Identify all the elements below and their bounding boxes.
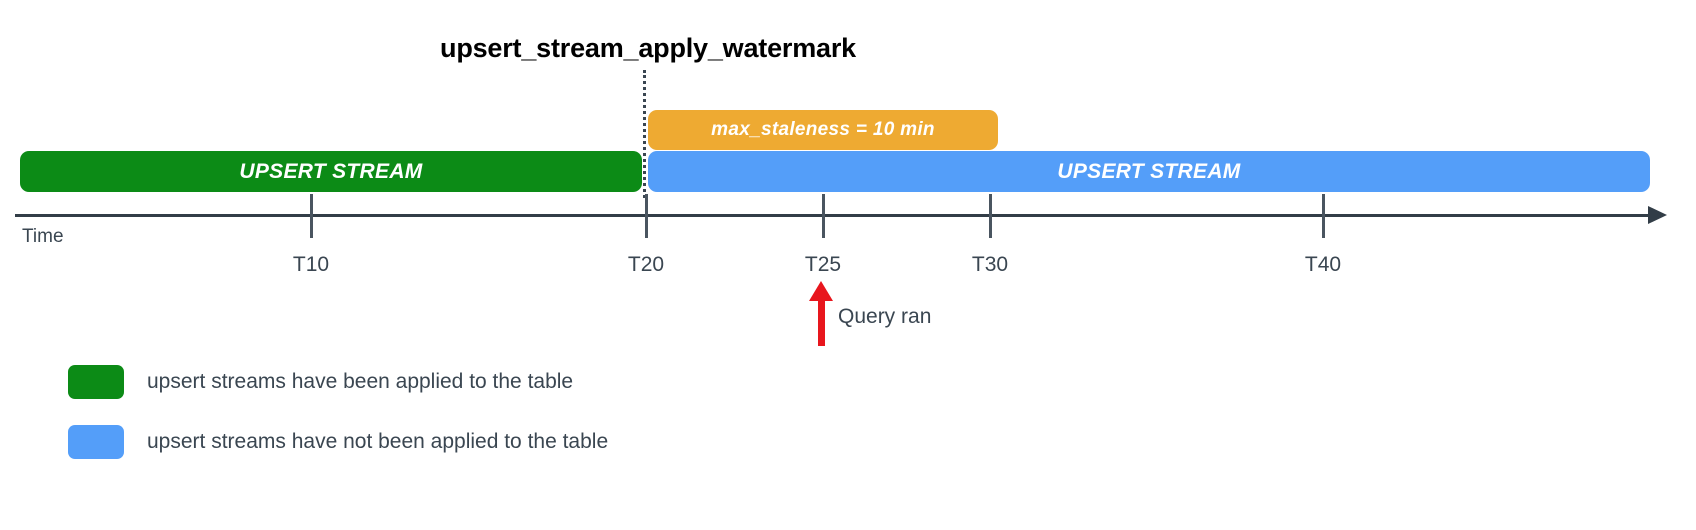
axis-tick-label-t20: T20 [627, 253, 665, 276]
legend-item-label: upsert streams have not been applied to … [147, 430, 609, 453]
axis-tick-t10 [310, 194, 313, 238]
axis-tick-label-t40: T40 [1304, 253, 1342, 276]
axis-tick-label-t30: T30 [971, 253, 1009, 276]
max-staleness-bar: max_staleness = 10 min [648, 110, 998, 150]
axis-tick-t30 [989, 194, 992, 238]
axis-tick-label-t25: T25 [804, 253, 842, 276]
query-ran-arrowhead-icon [809, 281, 833, 301]
legend-item-label: upsert streams have been applied to the … [147, 370, 574, 393]
axis-tick-t20 [645, 194, 648, 238]
axis-tick-label-t10: T10 [292, 253, 330, 276]
legend-item: upsert streams have not been applied to … [68, 412, 608, 472]
upsert-stream-not-applied-bar: UPSERT STREAM [648, 151, 1650, 192]
watermark-dotted-line-icon [643, 70, 646, 198]
time-axis-line [15, 214, 1655, 217]
page-title: upsert_stream_apply_watermark [440, 33, 856, 63]
legend-swatch-icon [68, 425, 124, 459]
upsert-stream-not-applied-bar-label: UPSERT STREAM [1057, 159, 1241, 183]
legend-swatch-icon [68, 365, 124, 399]
time-axis-label: Time [22, 226, 64, 247]
legend-item: upsert streams have been applied to the … [68, 352, 608, 412]
query-ran-arrow-icon [818, 298, 825, 346]
axis-tick-t40 [1322, 194, 1325, 238]
query-ran-label: Query ran [838, 305, 932, 328]
legend: upsert streams have been applied to the … [68, 352, 608, 472]
axis-tick-t25 [822, 194, 825, 238]
upsert-stream-applied-bar-label: UPSERT STREAM [239, 159, 423, 183]
max-staleness-bar-label: max_staleness = 10 min [711, 119, 935, 140]
time-axis-arrow-icon [1648, 206, 1667, 224]
upsert-stream-applied-bar: UPSERT STREAM [20, 151, 642, 192]
